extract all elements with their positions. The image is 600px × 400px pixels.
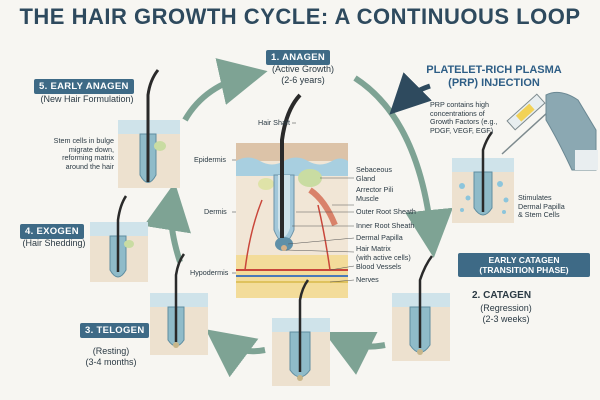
prp-contains-note: PRP contains high concentrations of Grow… (430, 100, 520, 135)
late-catagen-follicle (272, 279, 330, 386)
catagen-sub-1: (Regression) (480, 303, 532, 313)
prp-title-line-2: (PRP) INJECTION (448, 77, 540, 89)
telogen-sub-2: (3-4 months) (85, 357, 137, 367)
early-anagen-subtitle: (New Hair Formulation) (40, 94, 134, 104)
telogen-sub-1: (Resting) (92, 346, 130, 356)
label-sebaceous-gland: Sebaceous Gland (356, 165, 392, 183)
catagen-sub-2: (2-3 weeks) (482, 314, 530, 324)
anagen-sub-1: (Active Growth) (271, 64, 334, 74)
telogen-subtitle: (Resting) (3-4 months) (76, 346, 146, 368)
prp-follicle (452, 131, 514, 223)
early-catagen-badge: EARLY CATAGEN (TRANSITION PHASE) (458, 253, 590, 277)
cycle-arrow-catagen-to-telogen (323, 331, 386, 375)
note-line: Stimulates (518, 193, 552, 202)
label-hair-matrix: Hair Matrix (with active cells) (356, 244, 411, 262)
note-line: around the hair (65, 161, 114, 171)
stage-label-catagen: 2. CATAGEN (472, 290, 532, 301)
note-line: migrate down, (68, 144, 114, 154)
label-outer-root-sheath: Outer Root Sheath (356, 207, 416, 216)
gloved-hand-icon (545, 91, 598, 171)
stage-badge-exogen: 4. EXOGEN (20, 224, 84, 239)
note-line: Dermal Papilla (518, 201, 565, 211)
label-dermis: Dermis (204, 207, 227, 216)
label-line: Arrector Pili (356, 185, 394, 194)
note-line: PDGF, VEGF, EGF) (430, 125, 494, 135)
note-line: reforming matrix (62, 153, 114, 162)
stage-anagen-subtitle: (Active Growth) (2-6 years) (258, 64, 348, 86)
early-anagen-follicle (118, 69, 180, 188)
anagen-sub-2: (2-6 years) (281, 75, 325, 85)
stage-badge-early-anagen: 5. EARLY ANAGEN (34, 79, 134, 94)
early-catagen-line-2: (TRANSITION PHASE) (479, 265, 569, 275)
telogen-follicle (150, 253, 208, 355)
label-arrector-pili: Arrector Pili Muscle (356, 185, 394, 203)
note-line: Growth Factors (e.g., (430, 117, 498, 126)
cycle-arrow-early-anagen-to-anagen (182, 58, 268, 122)
label-line: Gland (356, 173, 376, 183)
prp-title: PLATELET-RICH PLASMA (PRP) INJECTION (420, 64, 568, 90)
early-catagen-line-1: EARLY CATAGEN (488, 255, 560, 265)
diagram-title: THE HAIR GROWTH CYCLE: A CONTINUOUS LOOP (19, 4, 581, 29)
label-line: Muscle (356, 193, 379, 203)
cycle-arrow-telogen-to-exogen (205, 329, 266, 378)
label-line: Sebaceous (356, 165, 392, 174)
label-inner-root-sheath: Inner Root Sheath (356, 221, 415, 230)
catagen-follicle (392, 255, 450, 361)
skin-cross-section (236, 93, 348, 298)
prp-arrow (389, 72, 432, 115)
label-nerves: Nerves (356, 275, 379, 284)
prp-stimulates-note: Stimulates Dermal Papilla & Stem Cells (518, 193, 588, 220)
label-line: Hair Matrix (356, 244, 391, 253)
early-anagen-note: Stem cells in bulge migrate down, reform… (26, 136, 114, 171)
note-line: concentrations of (430, 108, 485, 118)
prp-title-line-1: PLATELET-RICH PLASMA (426, 64, 562, 76)
label-blood-vessels: Blood Vessels (356, 262, 402, 271)
label-dermal-papilla: Dermal Papilla (356, 233, 403, 242)
note-line: Stem cells in bulge (53, 136, 114, 145)
note-line: & Stem Cells (518, 210, 560, 219)
label-hair-shaft: Hair Shaft (258, 118, 290, 127)
stage-badge-telogen: 3. TELOGEN (80, 323, 150, 338)
label-epidermis: Epidermis (194, 155, 226, 164)
label-line: (with active cells) (356, 252, 411, 262)
label-hypodermis: Hypodermis (190, 268, 229, 277)
syringe-icon (501, 93, 549, 155)
catagen-subtitle: (Regression) (2-3 weeks) (466, 303, 546, 325)
note-line: PRP contains high (430, 100, 490, 109)
cycle-arrow-anagen-to-catagen (353, 75, 453, 258)
exogen-follicle (90, 195, 148, 282)
exogen-subtitle: (Hair Shedding) (22, 238, 86, 248)
leader-lines (232, 122, 355, 283)
stage-badge-anagen: 1. ANAGEN (266, 50, 331, 65)
cycle-arrow-exogen-to-early-anagen (143, 182, 191, 263)
